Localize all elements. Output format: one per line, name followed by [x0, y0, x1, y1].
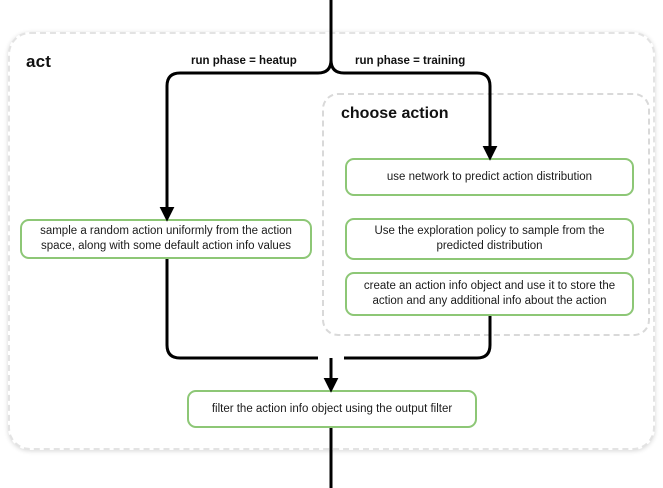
node-exploration-policy[interactable]: Use the exploration policy to sample fro… — [345, 218, 634, 260]
node-filter-output[interactable]: filter the action info object using the … — [187, 390, 477, 428]
edge-label-training: run phase = training — [355, 55, 466, 67]
node-sample-random-action[interactable]: sample a random action uniformly from th… — [20, 219, 312, 259]
node-use-network-predict[interactable]: use network to predict action distributi… — [345, 158, 634, 196]
act-title: act — [26, 52, 52, 71]
choose-action-title: choose action — [341, 105, 449, 122]
node-create-action-info[interactable]: create an action info object and use it … — [345, 272, 634, 316]
edge-label-heatup: run phase = heatup — [191, 55, 297, 67]
